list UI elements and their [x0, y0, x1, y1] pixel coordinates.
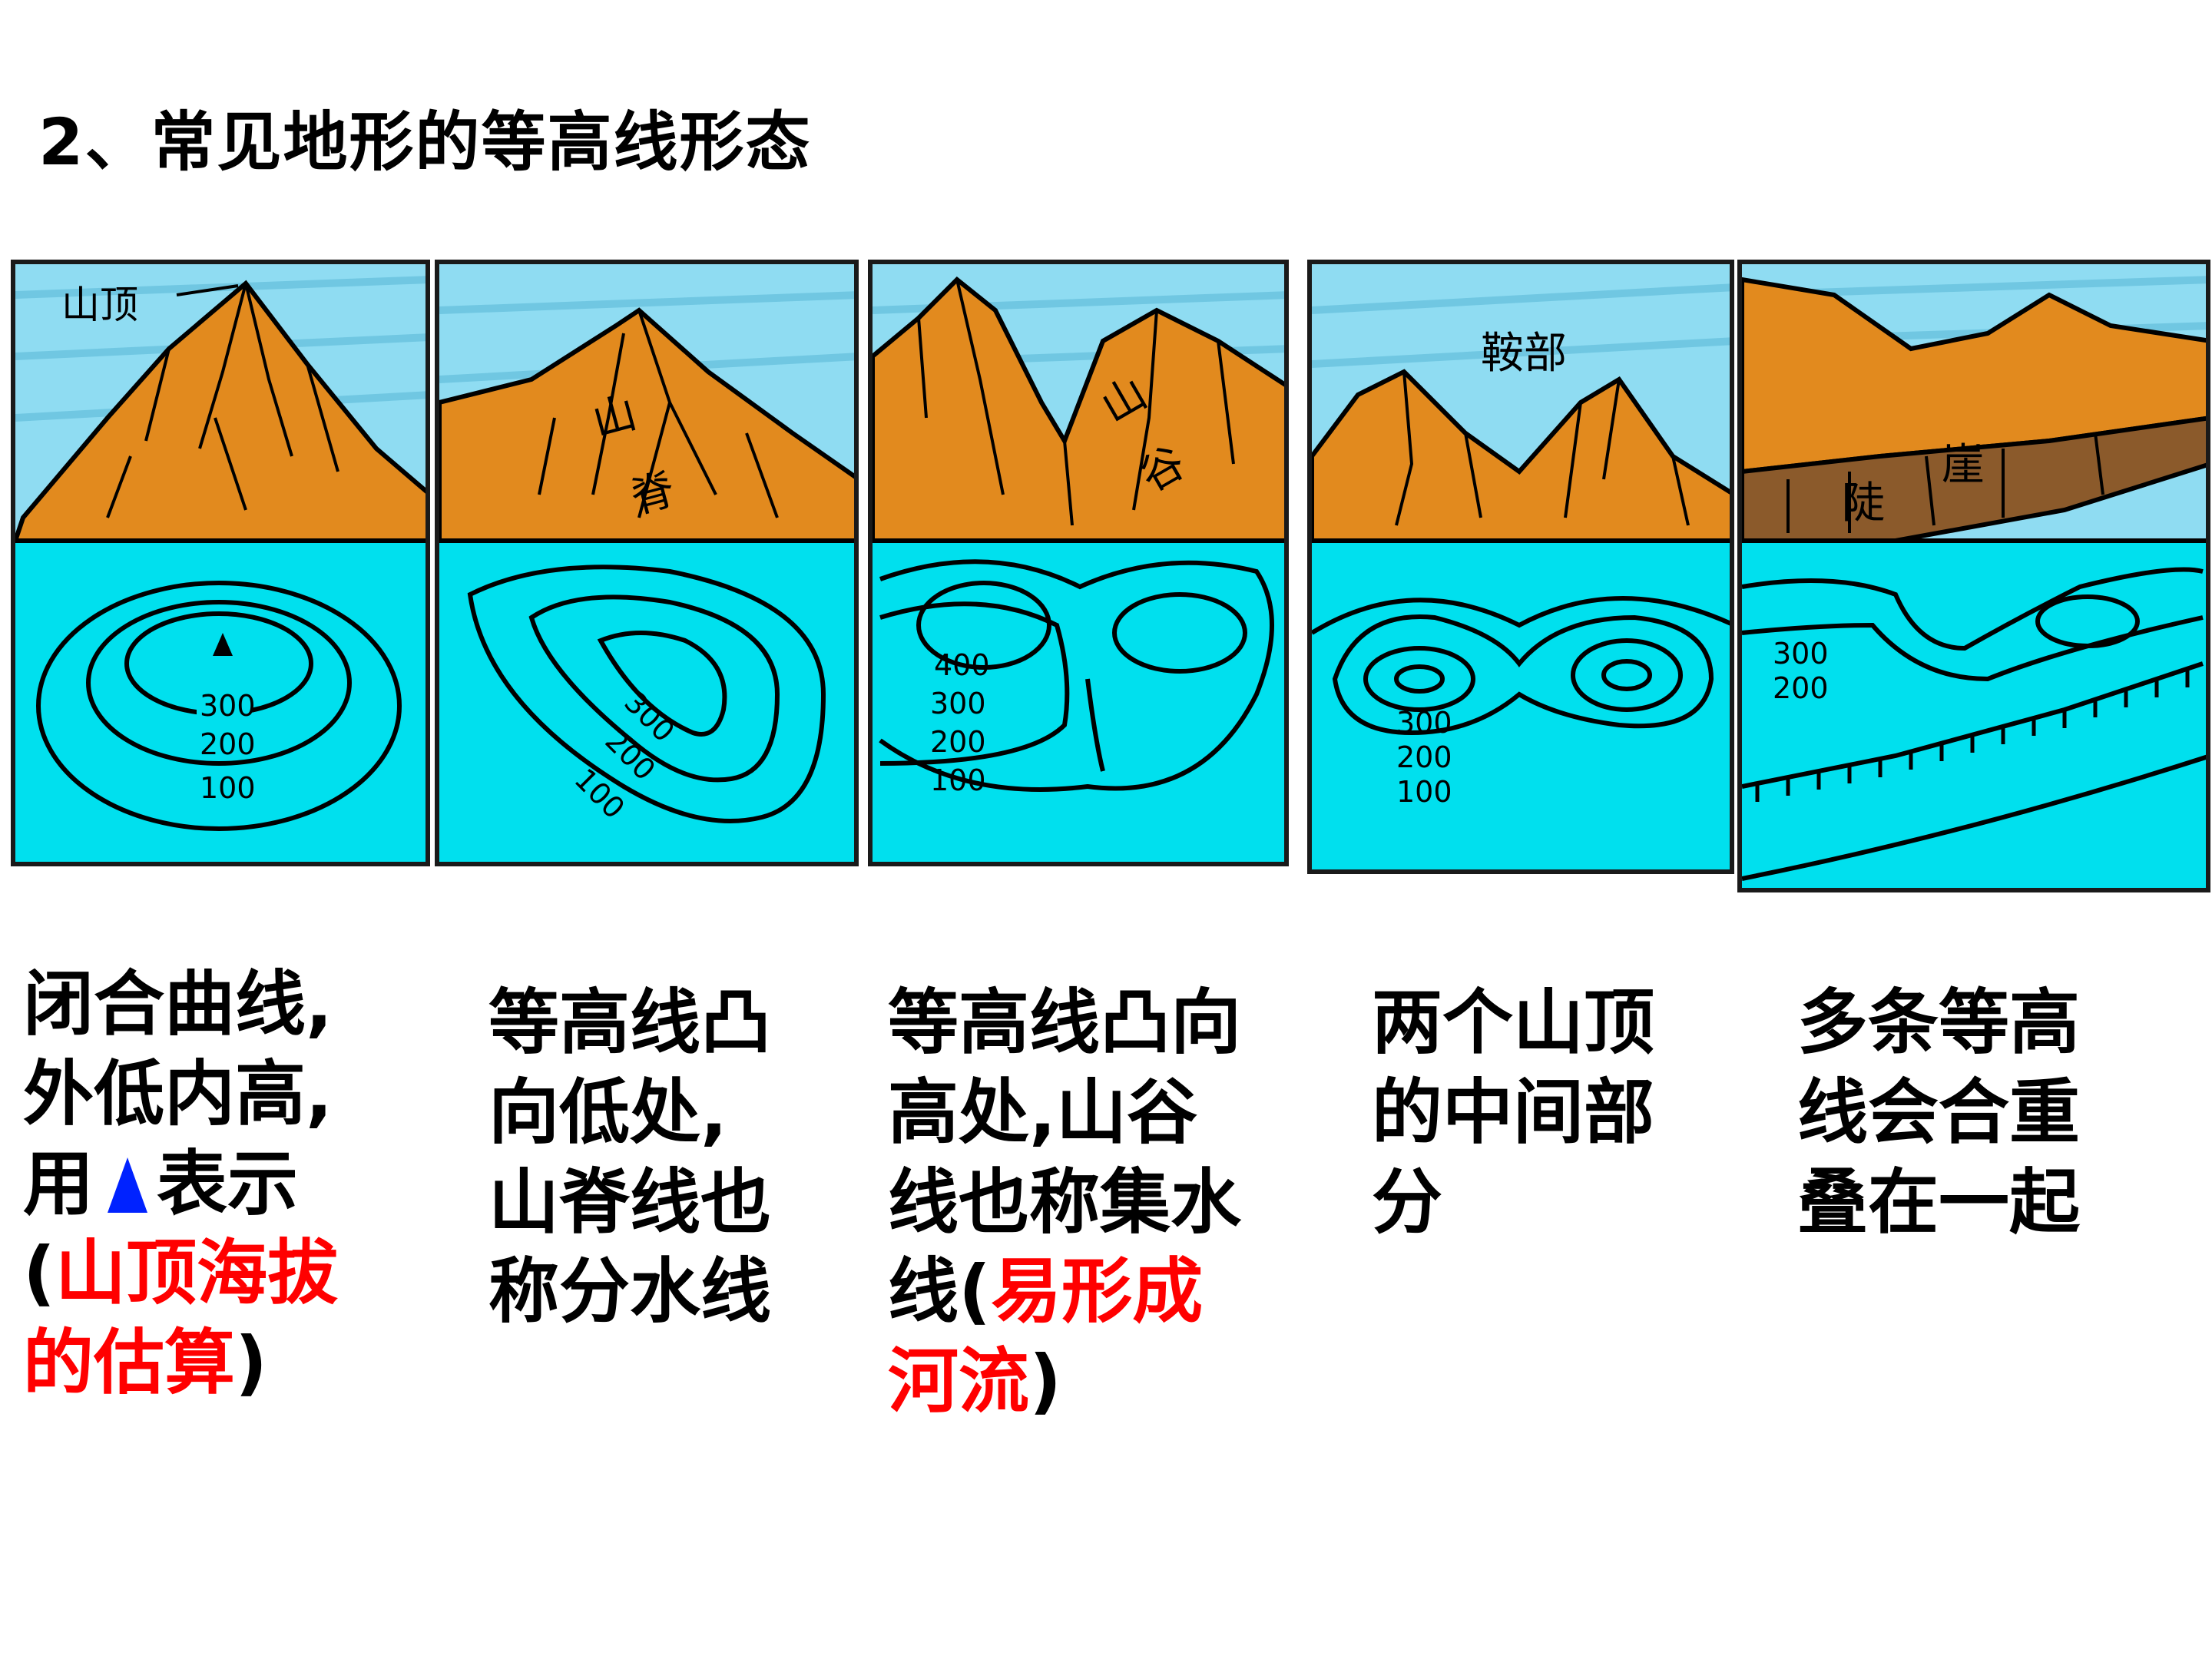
- desc-line: 山脊线也: [488, 1161, 772, 1243]
- label-cliff-1: 陡: [1842, 478, 1885, 528]
- panel-valley: 山 谷 400 300 200 100: [868, 260, 1289, 866]
- desc-red-text: 河流: [888, 1340, 1030, 1423]
- desc-line: 线也称集水: [888, 1161, 1242, 1243]
- blue-triangle-icon: [108, 1157, 148, 1213]
- label-cliff-2: 崖: [1942, 440, 1985, 490]
- desc-red-text: 山顶海拔: [55, 1232, 339, 1315]
- contour-label-300: 300: [1396, 706, 1452, 740]
- desc-summit: 闭合曲线, 外低内高, 用表示 (山顶海拔 的估算): [23, 960, 338, 1409]
- panel-summit: 山顶 300 200 100: [11, 260, 430, 866]
- desc-line: 分: [1372, 1161, 1443, 1243]
- desc-line: (山顶海拔: [23, 1229, 338, 1319]
- contour-label-300: 300: [200, 689, 256, 723]
- desc-ridge: 等高线凸 向低处, 山脊线也 称分水线: [488, 979, 771, 1337]
- desc-text: 用: [23, 1142, 94, 1225]
- slide-title: 2、常见地形的等高线形态: [38, 104, 812, 180]
- desc-line: 等高线凸: [488, 982, 772, 1064]
- desc-line: 闭合曲线,: [23, 963, 333, 1045]
- contour-label-100: 100: [1396, 775, 1452, 809]
- desc-line: 线会合重: [1797, 1071, 2081, 1154]
- contour-label-100: 100: [930, 763, 986, 797]
- contour-label-300: 300: [930, 687, 986, 720]
- desc-line: 等高线凸向: [888, 982, 1242, 1064]
- desc-line: 叠在一起: [1797, 1161, 2081, 1243]
- desc-text: ): [1029, 1340, 1062, 1423]
- desc-valley: 等高线凸向 高处,山谷 线也称集水 线(易形成 河流): [888, 979, 1241, 1427]
- desc-line: 高处,山谷: [888, 1071, 1197, 1154]
- desc-line: 称分水线: [488, 1250, 772, 1333]
- desc-line: 多条等高: [1797, 982, 2081, 1064]
- label-summit: 山顶: [61, 283, 138, 327]
- contour-label-200: 200: [1773, 671, 1829, 705]
- contour-label-200: 200: [930, 725, 986, 759]
- desc-line: 的中间部: [1372, 1071, 1655, 1154]
- contour-label-200: 200: [1396, 740, 1452, 774]
- desc-text: ): [235, 1322, 268, 1405]
- panel-saddle: 鞍部 300 200 100: [1307, 260, 1734, 874]
- contour-label-100: 100: [200, 771, 256, 805]
- desc-text: 线(: [888, 1250, 992, 1333]
- desc-text: 表示: [157, 1142, 299, 1225]
- desc-red-text: 的估算: [23, 1322, 236, 1405]
- panel-ridge: 山 脊 300 200 100: [435, 260, 859, 866]
- desc-line: 向低处,: [488, 1071, 727, 1154]
- desc-cliff: 多条等高 线会合重 叠在一起: [1797, 979, 2080, 1247]
- valley-illustration: 山 谷 400 300 200 100: [873, 264, 1284, 862]
- label-saddle: 鞍部: [1481, 329, 1567, 379]
- desc-line: 河流): [888, 1337, 1241, 1427]
- cliff-illustration: 陡 崖 300 200: [1742, 264, 2206, 888]
- desc-text: (: [23, 1232, 56, 1315]
- desc-line: 线(易形成: [888, 1247, 1241, 1337]
- desc-line: 外低内高,: [23, 1052, 333, 1135]
- contour-label-200: 200: [200, 727, 256, 761]
- desc-line: 的估算): [23, 1319, 338, 1409]
- desc-line: 用表示: [23, 1140, 338, 1230]
- contour-label-400: 400: [934, 648, 990, 682]
- desc-saddle: 两个山顶 的中间部 分: [1372, 979, 1654, 1247]
- desc-line: 两个山顶: [1372, 982, 1655, 1064]
- summit-illustration: 山顶 300 200 100: [15, 264, 426, 862]
- panel-cliff: 陡 崖 300 200: [1737, 260, 2210, 892]
- summit-triangle-icon: [213, 633, 233, 656]
- desc-red-text: 易形成: [991, 1250, 1204, 1333]
- saddle-illustration: 鞍部 300 200 100: [1312, 264, 1730, 869]
- contour-100: [36, 581, 402, 831]
- contour-200: [86, 600, 352, 766]
- ridge-illustration: 山 脊 300 200 100: [439, 264, 854, 862]
- contour-label-300: 300: [1773, 637, 1829, 671]
